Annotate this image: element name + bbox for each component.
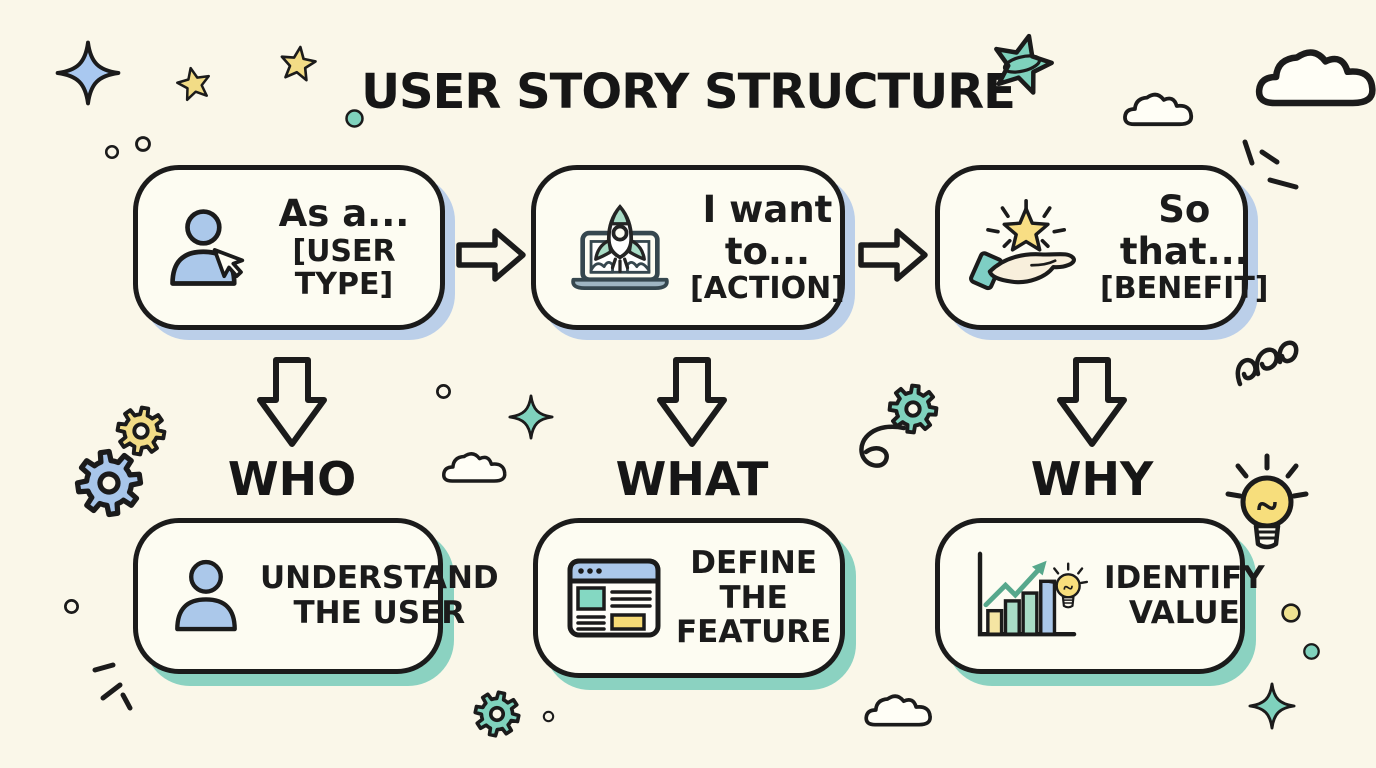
down-arrow-icon <box>1054 356 1130 448</box>
box-line1: IDENTIFY <box>1104 560 1265 597</box>
down-arrow-icon <box>654 356 730 448</box>
box-line1: So that... <box>1119 188 1249 273</box>
box-line2: FEATURE <box>676 614 832 651</box>
dash-rays <box>92 662 133 711</box>
box-line2: [ACTION] <box>690 271 845 307</box>
box-line2: [USER TYPE] <box>292 233 396 303</box>
box-line2: THE USER <box>293 595 466 631</box>
right-arrow-icon <box>455 223 527 287</box>
person-cursor-icon <box>166 202 252 294</box>
hand-star-icon <box>968 198 1086 298</box>
ring-dot <box>63 598 80 615</box>
cloud-icon <box>1122 86 1198 132</box>
teal-dot <box>344 108 365 129</box>
story-box-action: I want to... [ACTION] <box>531 165 845 330</box>
box-line1: As a... <box>278 192 410 236</box>
cloud-icon <box>863 688 937 732</box>
ring-dot <box>134 135 152 153</box>
story-box-benefit: So that... [BENEFIT] <box>935 165 1269 330</box>
box-line1: I want to... <box>702 188 833 273</box>
gear-icon <box>65 439 153 527</box>
sparkle-icon <box>508 394 554 440</box>
story-box-user-type: As a... [USER TYPE] <box>133 165 445 330</box>
page-title: USER STORY STRUCTURE <box>361 64 1016 120</box>
label-why: WHY <box>1030 452 1154 506</box>
spring-squiggle <box>1235 340 1299 387</box>
browser-wireframe-icon <box>566 556 662 640</box>
sparkle-icon <box>1248 682 1296 730</box>
loop-squiggle <box>859 424 907 468</box>
cloud-icon <box>441 446 511 488</box>
story-box-define-feature: DEFINE THE FEATURE <box>533 518 845 678</box>
person-icon <box>166 553 246 639</box>
label-what: WHAT <box>615 452 769 506</box>
story-box-identify-value: IDENTIFY VALUE <box>935 518 1265 674</box>
label-who: WHO <box>227 452 357 506</box>
growth-chart-bulb-icon <box>968 548 1090 644</box>
star-icon <box>173 63 216 106</box>
ring-dot <box>542 710 555 723</box>
sparkle-icon <box>55 40 121 106</box>
ring-dot <box>435 383 452 400</box>
story-box-understand-user: UNDERSTAND THE USER <box>133 518 499 674</box>
box-line2: VALUE <box>1128 595 1240 631</box>
gear-icon <box>465 682 529 746</box>
lightbulb-icon <box>1222 452 1304 556</box>
dash-rays <box>1242 139 1299 190</box>
ring-dot <box>104 144 120 160</box>
rocket-laptop-icon <box>564 200 676 296</box>
scribble-star-icon <box>994 33 1054 95</box>
down-arrow-icon <box>254 356 330 448</box>
box-line2: [BENEFIT] <box>1100 271 1269 307</box>
cloud-icon <box>1252 38 1376 116</box>
right-arrow-icon <box>857 223 929 287</box>
box-line1: DEFINE THE <box>690 544 818 616</box>
star-icon <box>277 43 320 86</box>
box-line1: UNDERSTAND <box>260 560 499 597</box>
teal-dot <box>1302 642 1321 661</box>
yellow-dot <box>1280 602 1302 624</box>
